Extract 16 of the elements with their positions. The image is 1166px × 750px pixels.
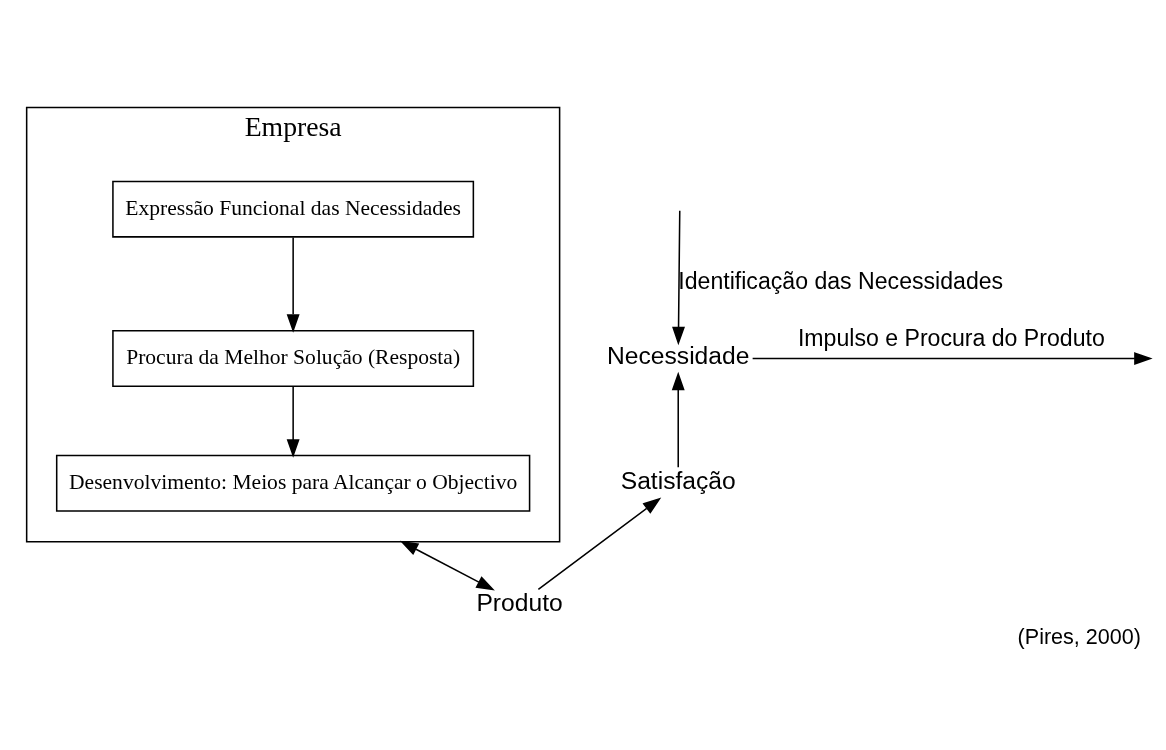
arrow <box>671 371 685 468</box>
arrow <box>286 385 300 458</box>
arrow <box>399 540 495 591</box>
node-box: Procura da Melhor Solução (Resposta) <box>112 329 475 387</box>
node-box: Expressão Funcional das Necessidades <box>112 180 475 238</box>
node-text: Necessidade <box>607 341 750 369</box>
edge-label: Impulso e Procura do Produto <box>797 324 1105 351</box>
edge-label: Identificação das Necessidades <box>678 267 1004 294</box>
node-text: Satisfação <box>620 466 736 494</box>
node-box: Desenvolvimento: Meios para Alcançar o Objectivo <box>55 454 531 512</box>
caption: (Pires, 2000) <box>1017 623 1141 649</box>
arrow <box>537 497 662 590</box>
node-text: Produto <box>476 588 563 616</box>
arrow <box>672 209 685 345</box>
arrow <box>751 351 1153 365</box>
arrow <box>286 236 300 333</box>
